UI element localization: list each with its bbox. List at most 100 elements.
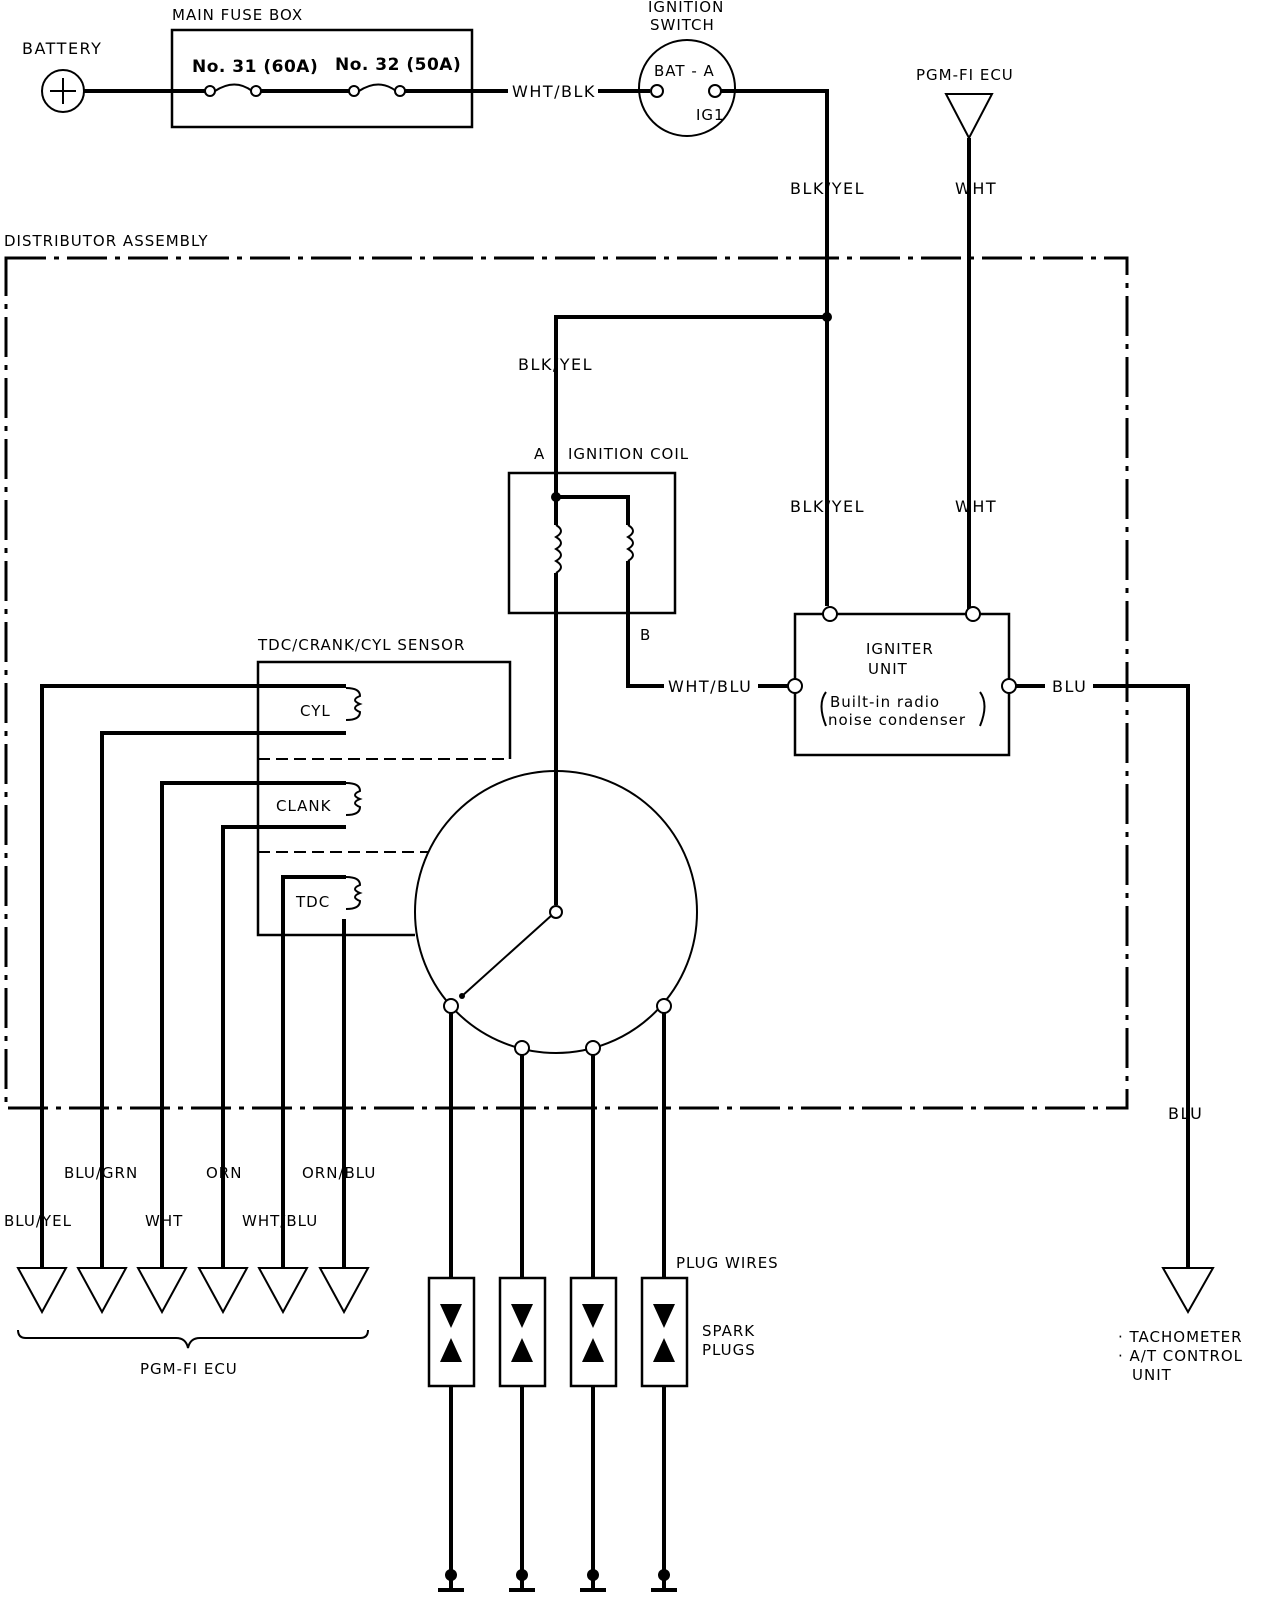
cap-terminal-1 — [443, 998, 459, 1014]
spark-plugs: SPARK PLUGS — [427, 1276, 756, 1388]
blk-yel-label-2: BLK/YEL — [518, 355, 593, 374]
main-fuse-box: MAIN FUSE BOX No. 31 (60A) No. 32 (50A) — [170, 6, 474, 129]
ecu-orn-label: ORN — [206, 1164, 242, 1182]
cap-terminal-3 — [585, 1040, 601, 1056]
fuse-box-outline — [170, 28, 474, 129]
igniter-label-2: UNIT — [868, 660, 908, 678]
tdc-coil — [345, 876, 363, 910]
igniter-unit: IGNITER UNIT Built-in radio noise conden… — [787, 606, 1017, 757]
battery: BATTERY — [22, 39, 102, 113]
ignition-switch: IGNITION SWITCH BAT - A IG1 — [638, 0, 736, 137]
wht-blu-sensor-wire — [281, 875, 346, 1267]
tach-connector-triangle — [1161, 1267, 1215, 1315]
blu-tach-wire — [1093, 684, 1190, 1267]
igniter-terminal-blu — [1001, 678, 1017, 694]
rotor-center — [549, 905, 563, 919]
fuse-31-terminal-left — [204, 85, 216, 97]
igniter-label-1: IGNITER — [866, 640, 934, 658]
bat-a-terminal — [650, 84, 664, 98]
wht-blk-label: WHT/BLK — [512, 82, 596, 101]
igniter-note-1: Built-in radio — [830, 693, 940, 711]
ecu-blu-grn-label: BLU/GRN — [64, 1164, 138, 1182]
igniter-terminal-blk-yel — [822, 606, 838, 622]
distributor-cap-circle — [414, 770, 698, 1054]
cap-terminal-4 — [656, 998, 672, 1014]
ecu-orn-blu-label: ORN/BLU — [302, 1164, 376, 1182]
blu-grn-wire — [100, 731, 346, 1267]
ground-dot-1 — [445, 1569, 457, 1581]
tdc-crank-cyl-sensor: TDC/CRANK/CYL SENSOR CYL CLANK TDC — [256, 636, 512, 937]
spark-plug-1 — [427, 1276, 476, 1388]
ig1-label: IG1 — [696, 106, 725, 124]
fuse-32-terminal-left — [348, 85, 360, 97]
crank-coil — [345, 782, 363, 816]
blu-out-label: BLU — [1052, 677, 1087, 696]
distributor-assembly-outline — [4, 256, 1129, 1110]
ecu-connector-6 — [318, 1267, 370, 1315]
ignition-coil: A IGNITION COIL B — [507, 445, 689, 644]
fuse-31-label: No. 31 (60A) — [192, 57, 318, 77]
spark-plugs-label-2: PLUGS — [702, 1341, 756, 1359]
coil-secondary-top — [556, 495, 630, 525]
ecu-blu-yel-label: BLU/YEL — [4, 1212, 72, 1230]
sensor-tdc-label: TDC — [295, 893, 330, 911]
igniter-terminal-wht — [965, 606, 981, 622]
distributor-assembly-label: DISTRIBUTOR ASSEMBLY — [4, 232, 208, 250]
note-paren-right — [979, 691, 986, 727]
fuse-31-element — [214, 83, 253, 92]
rotor-arm — [461, 914, 553, 997]
ground-connections — [438, 1386, 677, 1592]
battery-label: BATTERY — [22, 39, 102, 58]
tach-label-3: UNIT — [1132, 1366, 1172, 1384]
ground-dot-3 — [587, 1569, 599, 1581]
blk-yel-label-1: BLK/YEL — [790, 179, 865, 198]
spark-plugs-label-1: SPARK — [702, 1322, 755, 1340]
ecu-connector-2 — [76, 1267, 128, 1315]
ecu-brace — [17, 1329, 369, 1349]
cyl-coil — [345, 687, 363, 721]
coil-secondary-winding — [626, 524, 634, 562]
coil-a-label: A — [534, 445, 545, 463]
cap-terminal-2 — [514, 1040, 530, 1056]
ecu-connector-1 — [16, 1267, 68, 1315]
ecu-connector-3 — [136, 1267, 188, 1315]
spark-plug-4 — [640, 1276, 689, 1388]
note-paren-left — [820, 691, 827, 727]
ignition-coil-label: IGNITION COIL — [568, 445, 689, 463]
igniter-terminal-wht-blu — [787, 678, 803, 694]
wht-blu-coil-label: WHT/BLU — [668, 677, 752, 696]
bat-a-label: BAT - A — [654, 62, 715, 80]
ecu-wht-blu-label: WHT/BLU — [242, 1212, 318, 1230]
ignition-coil-box — [507, 471, 677, 615]
fuse-32-terminal-right — [394, 85, 406, 97]
pgm-fi-ecu-bottom-label: PGM-FI ECU — [140, 1360, 238, 1378]
ecu-connector-4 — [197, 1267, 249, 1315]
blk-yel-label-3: BLK/YEL — [790, 497, 865, 516]
coil-b-label: B — [640, 626, 651, 644]
wht-label-2: WHT — [955, 497, 997, 516]
ignition-switch-label-1: IGNITION — [648, 0, 724, 16]
blu-yel-wire — [40, 684, 346, 1267]
tach-label-2: · A/T CONTROL — [1118, 1347, 1243, 1365]
ignition-switch-label-2: SWITCH — [650, 16, 715, 34]
sensor-crank-label: CLANK — [276, 797, 332, 815]
igniter-note-2: noise condenser — [828, 711, 966, 729]
ground-dot-4 — [658, 1569, 670, 1581]
ecu-connector-5 — [257, 1267, 309, 1315]
coil-b-wire — [626, 561, 664, 688]
fuse-31-terminal-right — [250, 85, 262, 97]
orn-blu-wire — [342, 919, 346, 1267]
distributor-cap — [414, 770, 698, 1056]
fuse-32-element — [358, 83, 397, 92]
ecu-wht-label: WHT — [145, 1212, 183, 1230]
ig1-output-wire — [721, 89, 829, 317]
pgm-fi-ecu-top: PGM-FI ECU — [916, 66, 1013, 141]
orn-wire — [221, 825, 346, 1267]
plug-wires-label: PLUG WIRES — [676, 1254, 779, 1272]
main-fuse-box-label: MAIN FUSE BOX — [172, 6, 303, 24]
spark-plug-3 — [569, 1276, 618, 1388]
pgm-fi-ecu-connectors: PGM-FI ECU — [16, 1267, 370, 1378]
tach-label-1: · TACHOMETER — [1118, 1328, 1243, 1346]
ecu-connector-triangle — [944, 93, 994, 141]
